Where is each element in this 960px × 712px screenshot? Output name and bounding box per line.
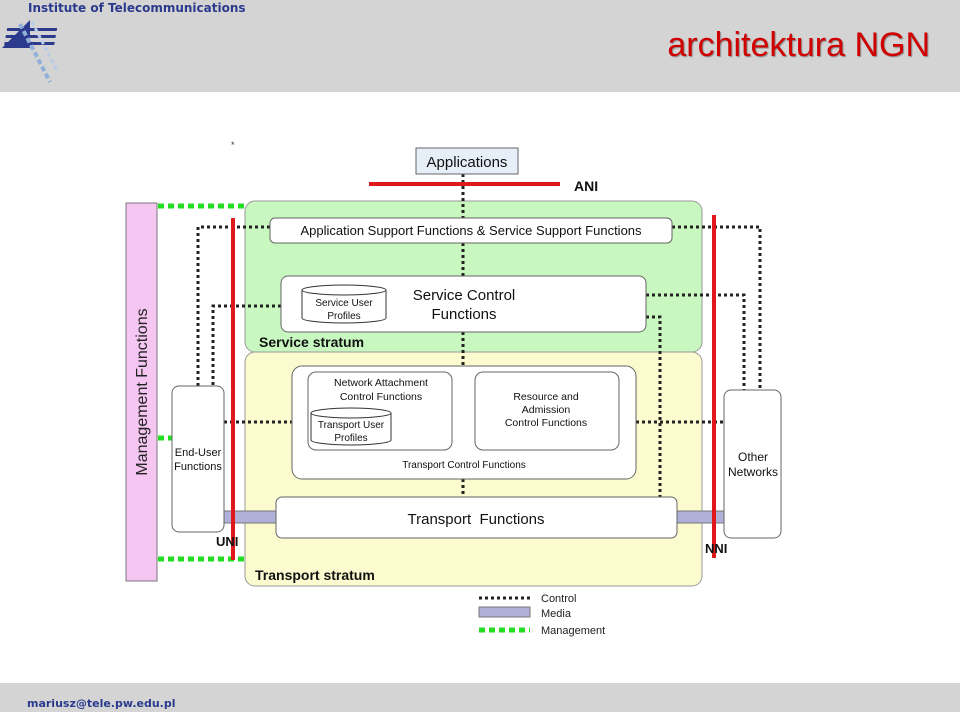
service-user-profiles-label-1: Service User: [315, 298, 373, 309]
transport-control-functions-label: Transport Control Functions: [402, 460, 526, 471]
nni-label: NNI: [705, 541, 727, 556]
transport-user-profiles-label-1: Transport User: [318, 420, 385, 431]
app-support-functions-box: Application Support Functions & Service …: [269, 217, 673, 244]
other-networks-label-1: Other: [738, 450, 768, 464]
legend-management-label: Management: [541, 625, 605, 637]
service-control-label-1: Service Control: [413, 287, 516, 304]
service-user-profiles-label-2: Profiles: [327, 311, 360, 322]
legend-control-label: Control: [541, 593, 576, 605]
management-functions-box: Management Functions: [125, 202, 158, 582]
end-user-functions-label-2: Functions: [174, 461, 222, 473]
service-stratum-label: Service stratum: [259, 334, 364, 350]
app-support-functions-label: Application Support Functions & Service …: [300, 223, 642, 238]
racf-label-1: Resource and: [513, 391, 579, 403]
nacf-label-2: Control Functions: [340, 391, 422, 403]
transport-functions-label: Transport Functions: [408, 511, 545, 528]
other-networks-box: Other Networks: [723, 389, 782, 539]
uni-label: UNI: [216, 534, 238, 549]
institute-logo-icon: [2, 20, 60, 83]
applications-box: Applications: [415, 147, 519, 175]
management-functions-label: Management Functions: [134, 308, 151, 475]
racf-box: Resource and Admission Control Functions: [474, 371, 620, 451]
media-link-nni: [675, 510, 727, 524]
footer-bar: mariusz@tele.pw.edu.pl: [0, 683, 960, 712]
service-control-label-2: Functions: [431, 306, 496, 323]
racf-label-2: Admission: [522, 404, 571, 416]
legend-media-swatch: [478, 606, 531, 618]
slide-title: architektura NGN: [667, 26, 930, 64]
asterisk-mark: *: [231, 140, 235, 150]
racf-label-3: Control Functions: [505, 417, 587, 429]
nacf-label-1: Network Attachment: [334, 377, 428, 389]
service-user-profiles-db: Service User Profiles: [301, 284, 387, 324]
institute-name: Institute of Telecommunications: [28, 1, 246, 15]
media-link-uni: [221, 510, 279, 524]
applications-label: Applications: [427, 154, 508, 171]
author-email: mariusz@tele.pw.edu.pl: [27, 697, 176, 710]
transport-user-profiles-db: Transport User Profiles: [310, 407, 392, 446]
end-user-functions-label-1: End-User: [175, 447, 222, 459]
management-lines: [158, 203, 245, 562]
transport-stratum-label: Transport stratum: [255, 567, 375, 583]
legend: Control Media Management: [478, 593, 605, 637]
header-bar: Institute of Telecommunications architek…: [0, 0, 960, 92]
legend-media-label: Media: [541, 608, 572, 620]
end-user-functions-box: End-User Functions: [171, 385, 225, 533]
interface-lines: [231, 182, 716, 560]
transport-functions-box: Transport Functions: [275, 496, 678, 539]
other-networks-label-2: Networks: [728, 465, 778, 479]
transport-user-profiles-label-2: Profiles: [334, 433, 367, 444]
ani-label: ANI: [574, 178, 598, 194]
